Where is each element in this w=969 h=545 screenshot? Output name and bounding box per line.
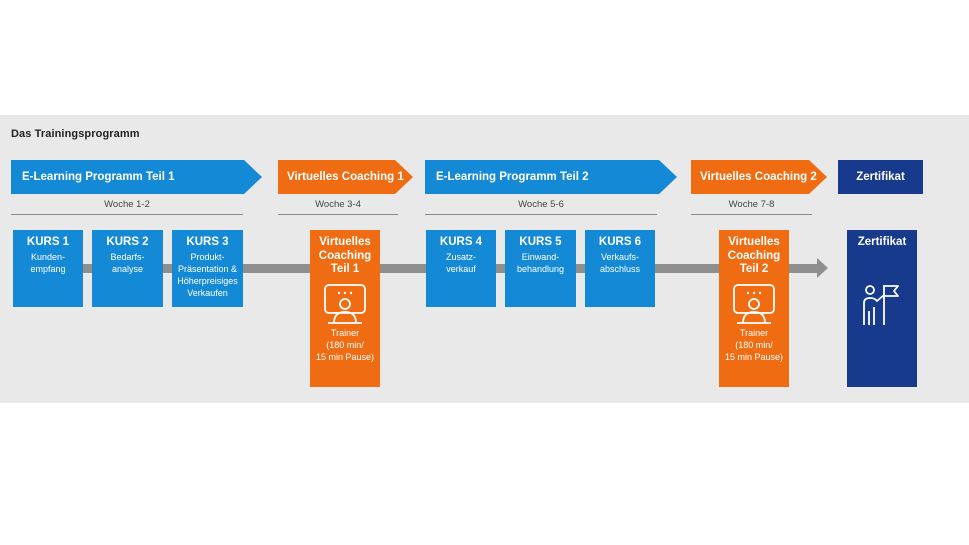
certificate-box: Zertifikat <box>847 230 917 387</box>
week-label-4: Woche 7-8 <box>728 199 775 210</box>
course-subtitle: Produkt- Präsentation & Höherpreisiges V… <box>177 252 238 298</box>
week-divider-1 <box>11 214 243 215</box>
coaching-box-2: Virtuelles Coaching Teil 2 Trainer (180 … <box>719 230 789 387</box>
header-coaching-2: Virtuelles Coaching 2 <box>691 160 827 194</box>
week-label-2: Woche 3-4 <box>315 199 361 210</box>
week-divider-4 <box>691 214 812 215</box>
week-divider-3 <box>425 214 657 215</box>
header-elearning-2: E-Learning Programm Teil 2 <box>425 160 677 194</box>
page-title: Das Trainingsprogramm <box>11 128 140 140</box>
course-box-5: KURS 5 Einwand- behandlung <box>505 230 576 307</box>
course-box-1: KURS 1 Kunden- empfang <box>13 230 83 307</box>
week-divider-2 <box>278 214 398 215</box>
course-subtitle: Kunden- empfang <box>30 252 66 274</box>
certificate-title: Zertifikat <box>857 236 907 248</box>
person-flag-icon <box>863 285 899 325</box>
course-box-4: KURS 4 Zusatz- verkauf <box>426 230 496 307</box>
coaching-subtitle: Trainer (180 min/ 15 min Pause) <box>724 327 784 362</box>
course-title: KURS 4 <box>439 236 483 248</box>
course-title: KURS 6 <box>598 236 642 248</box>
coaching-box-1: Virtuelles Coaching Teil 1 Trainer (180 … <box>310 230 380 387</box>
coaching-title: Virtuelles Coaching Teil 2 <box>727 236 781 275</box>
course-subtitle: Bedarfs- analyse <box>110 252 145 274</box>
course-box-3: KURS 3 Produkt- Präsentation & Höherprei… <box>172 230 243 307</box>
course-subtitle: Verkaufs- abschluss <box>599 252 641 274</box>
course-title: KURS 1 <box>26 236 70 248</box>
header-certificate: Zertifikat <box>838 160 923 194</box>
timeline-arrowhead <box>817 258 828 278</box>
trainer-screen-icon <box>324 283 366 324</box>
course-title: KURS 3 <box>186 236 229 248</box>
course-subtitle: Zusatz- verkauf <box>445 252 476 274</box>
course-box-6: KURS 6 Verkaufs- abschluss <box>585 230 655 307</box>
header-coaching-1: Virtuelles Coaching 1 <box>278 160 413 194</box>
header-elearning-1: E-Learning Programm Teil 1 <box>11 160 262 194</box>
course-subtitle: Einwand- behandlung <box>516 252 565 274</box>
coaching-title: Virtuelles Coaching Teil 1 <box>318 236 372 275</box>
trainer-screen-icon <box>733 283 775 324</box>
coaching-subtitle: Trainer (180 min/ 15 min Pause) <box>315 327 375 362</box>
week-label-1: Woche 1-2 <box>104 199 150 210</box>
course-title: KURS 5 <box>519 236 562 248</box>
course-box-2: KURS 2 Bedarfs- analyse <box>92 230 163 307</box>
week-label-3: Woche 5-6 <box>518 199 564 210</box>
course-title: KURS 2 <box>106 236 149 248</box>
